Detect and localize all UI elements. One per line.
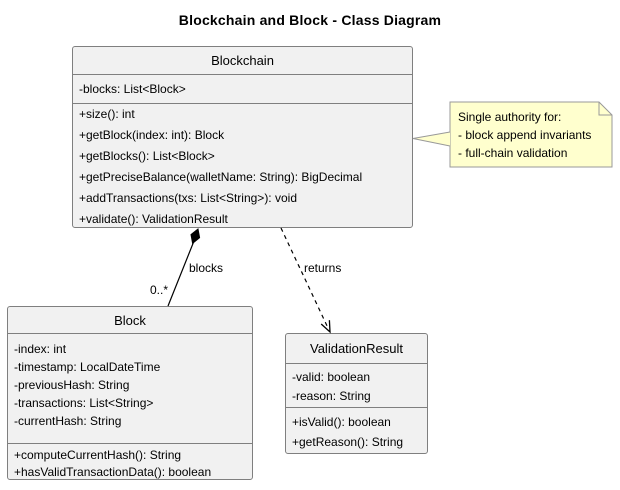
note-blockchain[interactable]: Single authority for: - block append inv… <box>458 108 591 162</box>
note-line: Single authority for: <box>458 110 562 124</box>
method: +hasValidTransactionData(): boolean <box>14 465 212 479</box>
open-arrowhead-icon <box>320 320 331 334</box>
method: +getReason(): String <box>292 435 404 449</box>
attributes-compartment-validationresult: -valid: boolean -reason: String <box>286 363 427 407</box>
edge-label-blocks: blocks <box>189 261 224 275</box>
dependency-edge-returns <box>280 227 331 334</box>
class-name-block: Block <box>114 312 146 328</box>
note-line: - full-chain validation <box>458 146 568 160</box>
method: +computeCurrentHash(): String <box>14 448 182 462</box>
attribute: -currentHash: String <box>14 414 122 428</box>
class-box-validationresult[interactable]: ValidationResult -valid: boolean -reason… <box>285 333 428 454</box>
attributes-compartment-blockchain: -blocks: List<Block> <box>73 74 412 103</box>
method: +getBlock(index: int): Block <box>79 128 225 142</box>
edge-multiplicity-blocks: 0..* <box>150 283 169 297</box>
attribute: -timestamp: LocalDateTime <box>14 360 161 374</box>
diagram-title: Blockchain and Block - Class Diagram <box>178 12 442 28</box>
note-fold-corner-icon <box>598 102 612 116</box>
class-box-blockchain[interactable]: Blockchain -blocks: List<Block> +size():… <box>72 46 413 228</box>
attribute: -index: int <box>14 342 67 356</box>
class-name-validationresult: ValidationResult <box>310 341 403 356</box>
attribute: -valid: boolean <box>292 370 371 384</box>
method: +isValid(): boolean <box>292 415 391 429</box>
attribute: -transactions: List<String> <box>14 396 154 410</box>
method: +validate(): ValidationResult <box>79 212 228 226</box>
attribute: -blocks: List<Block> <box>79 82 186 96</box>
note-line: - block append invariants <box>458 128 592 142</box>
note-anchor-tail <box>412 131 451 147</box>
methods-compartment-blockchain: +size(): int +getBlock(index: int): Bloc… <box>73 103 412 227</box>
attribute: -reason: String <box>292 389 371 403</box>
attributes-compartment-block: -index: int -timestamp: LocalDateTime -p… <box>8 333 252 443</box>
attribute: -previousHash: String <box>14 378 130 392</box>
method: +getPreciseBalance(walletName: String): … <box>79 170 363 184</box>
method: +getBlocks(): List<Block> <box>79 149 215 163</box>
methods-compartment-validationresult: +isValid(): boolean +getReason(): String <box>286 407 427 453</box>
class-box-block[interactable]: Block -index: int -timestamp: LocalDateT… <box>7 306 253 480</box>
class-name-blockchain: Blockchain <box>211 53 274 68</box>
method: +addTransactions(txs: List<String>): voi… <box>79 191 297 205</box>
edge-label-returns: returns <box>304 261 342 275</box>
method: +size(): int <box>79 107 135 121</box>
composition-diamond-icon <box>190 228 201 245</box>
methods-compartment-block: +computeCurrentHash(): String +hasValidT… <box>8 443 252 479</box>
